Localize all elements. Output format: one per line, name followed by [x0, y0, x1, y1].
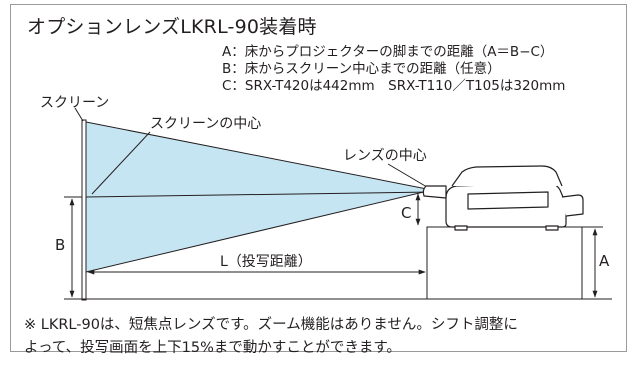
- definition-b: B：床からスクリーン中心までの距離（任意）: [222, 61, 501, 77]
- note-line-1: ※ LKRL-90は、短焦点レンズです。ズーム機能はありません。シフト調整に: [24, 317, 518, 333]
- projector-table: [426, 226, 583, 300]
- dim-b-label: B: [55, 236, 65, 254]
- screen-label: スクリーン: [40, 95, 109, 111]
- definition-c: C：SRX-T420は442mm SRX-T110／T105は320mm: [222, 78, 566, 94]
- lens-center-label: レンズの中心: [343, 148, 427, 164]
- screen-center-label: スクリーンの中心: [150, 116, 261, 132]
- lens-center-leader: [387, 163, 433, 191]
- note-line-2: よって、投写画面を上下15%まで動かすことができます。: [24, 340, 401, 356]
- screen-center-line: [85, 191, 433, 198]
- dim-a-label: A: [599, 252, 610, 270]
- dim-c-label: C: [401, 204, 411, 222]
- projector: [422, 165, 584, 231]
- diagram-title: オプションレンズLKRL-90装着時: [27, 16, 317, 38]
- dim-l-label: L（投写距離）: [220, 253, 312, 270]
- screen-panel: [81, 119, 87, 301]
- diagram-frame: [10, 4, 627, 352]
- screen-center-leader: [91, 131, 151, 195]
- definition-a: A：床からプロジェクターの脚までの距離（A＝B−C）: [222, 44, 554, 60]
- screen-label-leader: [74, 107, 84, 122]
